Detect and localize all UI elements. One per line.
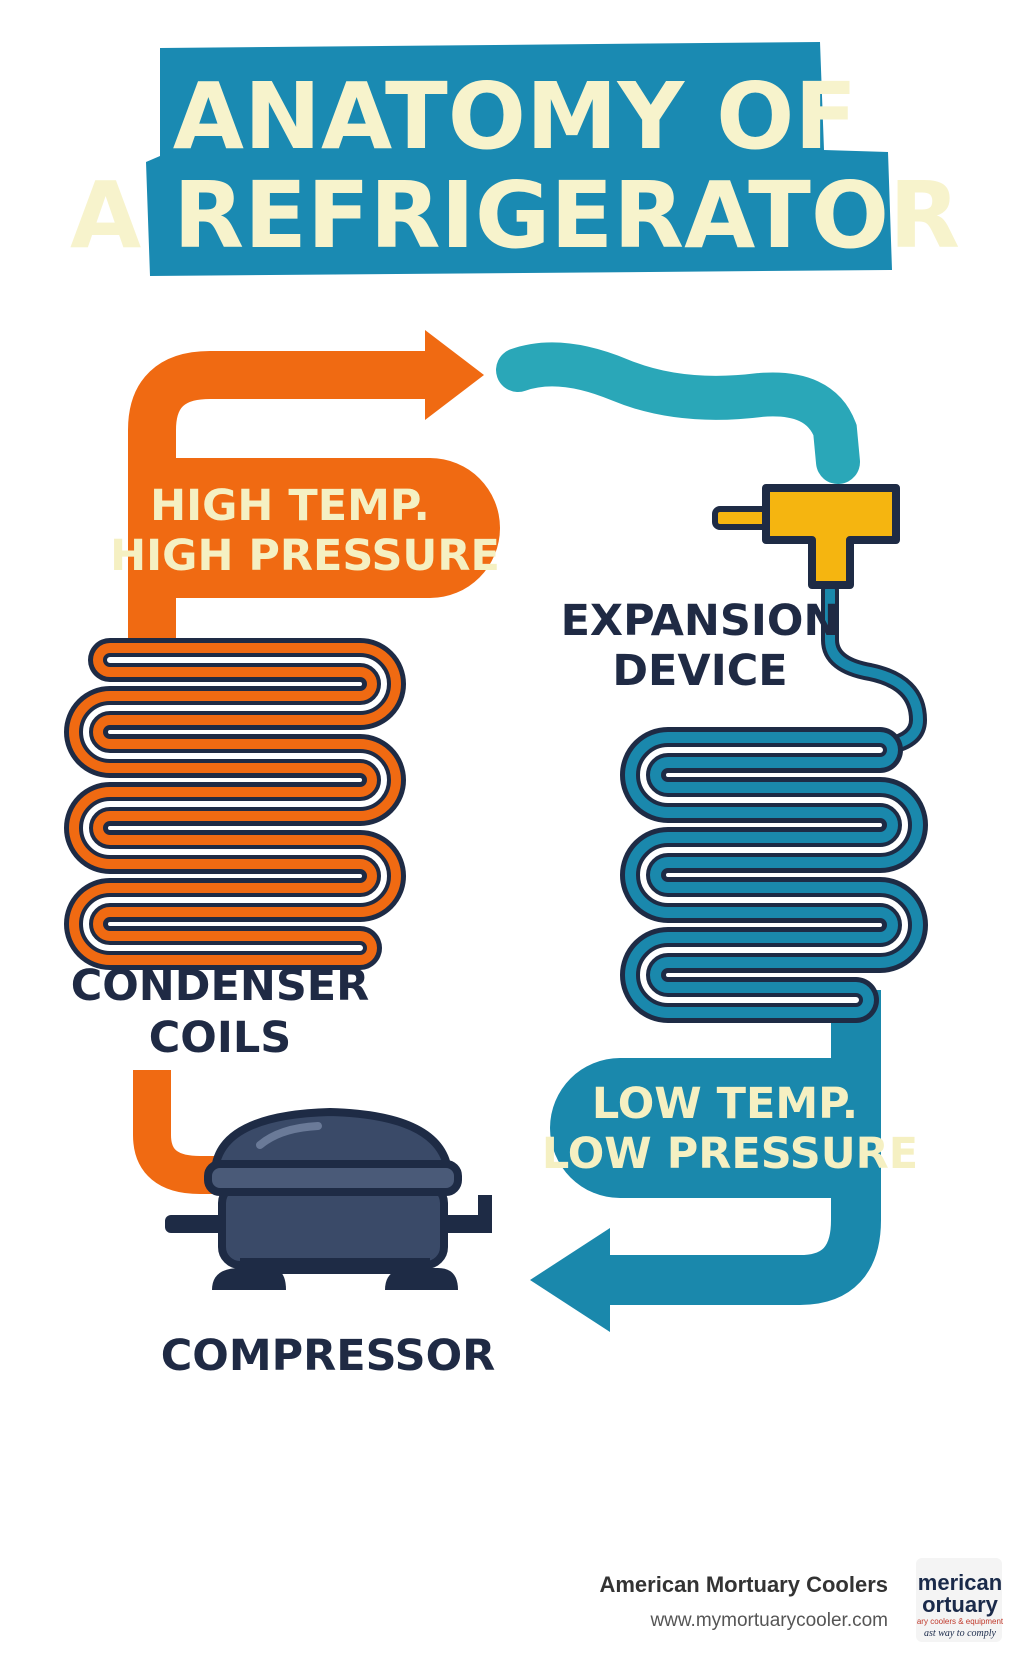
footer: American Mortuary Coolers www.mymortuary… <box>599 1558 1004 1642</box>
title-line-1: ANATOMY OF <box>173 63 857 170</box>
title-line-2: A REFRIGERATOR <box>70 162 960 269</box>
compressor-icon <box>165 1107 492 1290</box>
cold-refrigerant-line <box>496 342 928 1332</box>
logo-line-1: merican <box>918 1570 1002 1595</box>
company-name: American Mortuary Coolers <box>599 1572 888 1597</box>
title-banner: ANATOMY OF A REFRIGERATOR <box>70 42 960 276</box>
logo-line-4: ast way to comply <box>924 1628 996 1639</box>
high-temp-badge: HIGH TEMP. HIGH PRESSURE <box>110 458 500 598</box>
logo-line-2: ortuary <box>922 1592 999 1617</box>
expansion-label: EXPANSION <box>561 596 840 646</box>
hot-refrigerant-line <box>128 330 484 1194</box>
condenser-label: CONDENSER <box>71 961 370 1011</box>
condenser-coil-icon <box>64 638 406 970</box>
high-pressure-label: HIGH PRESSURE <box>110 531 500 581</box>
expansion-valve-icon <box>712 484 900 589</box>
logo-line-3: ary coolers & equipment <box>917 1617 1004 1626</box>
evaporator-coil-icon <box>620 727 928 1023</box>
compressor-label: COMPRESSOR <box>161 1331 496 1381</box>
coils-label: COILS <box>149 1013 291 1063</box>
low-pressure-label: LOW PRESSURE <box>542 1129 918 1179</box>
company-url[interactable]: www.mymortuarycooler.com <box>649 1610 888 1631</box>
low-temp-badge: LOW TEMP. LOW PRESSURE <box>542 1058 918 1198</box>
device-label: DEVICE <box>612 646 787 696</box>
high-temp-label: HIGH TEMP. <box>150 481 430 531</box>
flow-arrow-right-icon <box>425 330 484 420</box>
low-temp-label: LOW TEMP. <box>592 1079 858 1129</box>
company-logo: merican ortuary ary coolers & equipment … <box>916 1558 1004 1642</box>
flow-arrow-left-icon <box>530 1228 610 1332</box>
